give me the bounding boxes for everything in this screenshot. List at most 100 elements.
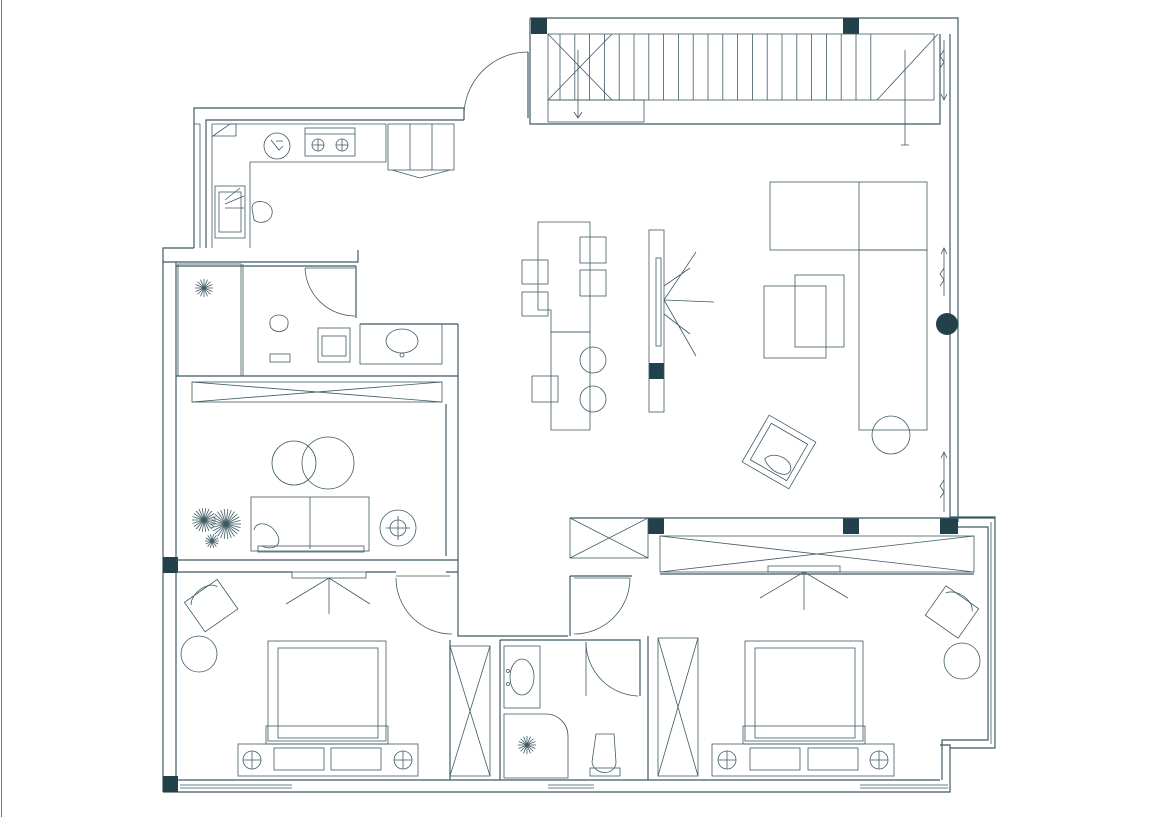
bay-wall-inner — [941, 526, 989, 780]
ray — [526, 736, 531, 746]
bath1-door-swing[interactable] — [304, 267, 356, 317]
ray — [211, 540, 217, 547]
side-table — [180, 635, 218, 673]
ray — [225, 523, 232, 539]
glass-rail-mark — [939, 267, 945, 287]
stair-outer-wall — [530, 17, 959, 522]
ray — [203, 287, 213, 292]
fridge-icon — [387, 123, 455, 171]
staircase — [547, 33, 948, 146]
tv-icon — [767, 565, 841, 573]
ray — [223, 523, 227, 539]
ray — [518, 744, 528, 749]
ray — [523, 744, 528, 754]
side-table — [943, 642, 981, 680]
ray — [203, 287, 208, 297]
shower-enclosure — [503, 713, 569, 779]
column — [648, 518, 664, 534]
bed1-door-swing[interactable] — [395, 577, 453, 635]
bathroom-1 — [163, 250, 459, 576]
column — [163, 776, 178, 792]
tv-view-lines — [663, 251, 715, 357]
washer-door — [321, 335, 347, 357]
armchair-icon — [924, 585, 980, 639]
ray — [225, 523, 241, 528]
ray — [197, 281, 205, 289]
toilet-icon — [269, 314, 289, 332]
vanity-counter — [359, 323, 443, 365]
ray — [203, 281, 211, 289]
bay-wall-outer — [950, 516, 996, 749]
ray — [520, 744, 528, 752]
pillow — [273, 747, 325, 771]
living-area — [741, 181, 948, 512]
ray — [201, 519, 205, 532]
ray — [217, 511, 227, 525]
bed2-north-wall-inner — [570, 573, 974, 577]
hall-wall — [457, 576, 568, 637]
window-glazing — [180, 784, 948, 789]
faucet — [506, 669, 510, 673]
ray — [201, 508, 205, 521]
kitchen-window — [194, 123, 201, 248]
bath2-door-swing[interactable] — [585, 641, 639, 697]
ray — [220, 509, 227, 525]
ray — [223, 509, 227, 525]
bath1-north-wall — [163, 250, 359, 263]
sink-icon — [509, 658, 535, 696]
stair-landing — [547, 99, 645, 123]
ray — [203, 284, 213, 289]
tv-view-lines — [759, 571, 849, 610]
dishwasher-mark — [270, 139, 284, 151]
bed1-wardrobe — [449, 645, 491, 777]
bed2-door-swing[interactable] — [573, 577, 631, 635]
bed-mattress — [754, 647, 856, 739]
ray — [217, 523, 227, 537]
armchair-icon — [741, 414, 817, 490]
ray — [203, 287, 211, 295]
ray — [225, 523, 238, 535]
ray — [193, 519, 205, 527]
ray — [211, 523, 227, 528]
ray — [192, 519, 205, 524]
ray — [203, 513, 215, 521]
entry-door[interactable] — [463, 51, 529, 119]
wardrobe-cross-icon — [569, 517, 649, 559]
ray — [203, 519, 213, 530]
column — [843, 518, 859, 534]
exterior-walls — [162, 17, 996, 793]
sofa-back — [257, 545, 365, 553]
ray — [225, 520, 241, 525]
storage-cabinet — [569, 517, 649, 559]
ray — [197, 287, 205, 295]
ray — [205, 540, 213, 545]
kitchen-north-wall — [193, 107, 464, 248]
stair-cut-line — [547, 33, 613, 101]
wardrobe-cross-icon — [449, 645, 491, 777]
ray — [210, 534, 213, 542]
shower-head-icon — [518, 736, 536, 754]
ray — [205, 537, 213, 542]
chair — [521, 259, 549, 285]
tv-icon — [291, 571, 367, 579]
washer-icon — [317, 327, 351, 363]
faucet — [506, 682, 510, 686]
ray — [203, 508, 210, 521]
ray — [203, 519, 207, 532]
west-wall — [162, 247, 194, 792]
column — [163, 557, 178, 573]
ray — [198, 508, 205, 521]
ray — [203, 279, 208, 289]
bed-headboard-panel — [237, 743, 419, 777]
dining-table-2 — [550, 331, 591, 431]
sofa-chaise — [858, 249, 928, 431]
ray — [200, 287, 205, 297]
wardrobe-cross-icon — [191, 381, 443, 403]
ray — [523, 736, 528, 746]
column-round — [936, 313, 958, 335]
glass-rail-mark — [939, 479, 945, 499]
vanity-counter — [503, 645, 541, 709]
column — [649, 363, 664, 379]
